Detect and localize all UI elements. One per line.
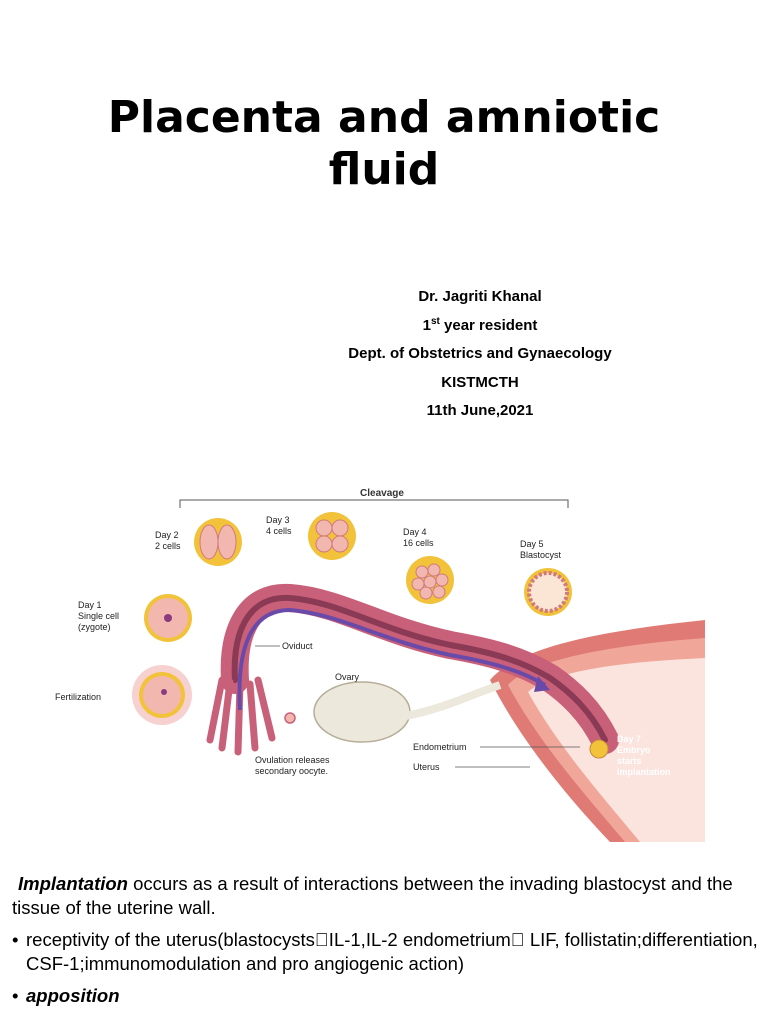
day3-cells-label: 4 cells <box>266 526 292 536</box>
ovary <box>313 681 411 743</box>
zygote-cell <box>144 594 192 642</box>
blastocyst <box>524 568 572 616</box>
secondary-oocyte-label: secondary oocyte. <box>255 766 328 776</box>
ovulation-label: Ovulation releases <box>255 755 330 765</box>
day5-label: Day 5 <box>520 539 544 549</box>
arrow-head <box>534 676 550 692</box>
sixteen-cell-morula <box>406 556 454 604</box>
fertilization-cell <box>132 665 192 725</box>
implanting-embryo <box>589 739 609 759</box>
fertilization-label: Fertilization <box>55 692 101 702</box>
day3-label: Day 3 <box>266 515 290 525</box>
released-oocyte <box>284 712 296 724</box>
body-text: Implantation occurs as a result of inter… <box>12 872 762 1008</box>
migration-arrow <box>237 607 547 711</box>
day7-starts-label: starts <box>617 756 642 766</box>
day4-label: Day 4 <box>403 527 427 537</box>
oviduct-lumen <box>231 594 608 743</box>
ovary-label: Ovary <box>335 672 360 682</box>
cleavage-label: Cleavage <box>360 488 404 499</box>
day7-implantation-label: implantation <box>617 767 671 777</box>
day2-cells-label: 2 cells <box>155 541 181 551</box>
endometrium-label: Endometrium <box>413 742 467 752</box>
title-line-2: fluid <box>328 144 440 195</box>
two-cell-embryo <box>194 518 242 566</box>
uterus-label: Uterus <box>413 762 440 772</box>
day7-label: Day 7 <box>617 734 641 744</box>
implantation-diagram: Cleavage <box>55 488 705 842</box>
bullet-apposition: • apposition <box>12 984 762 1008</box>
ovarian-ligament <box>404 681 502 720</box>
day1-single-cell-label: Single cell <box>78 611 119 621</box>
author-institution: KISTMCTH <box>441 373 519 391</box>
day1-zygote-label: (zygote) <box>78 622 111 632</box>
bullet-marker: • <box>12 985 19 1006</box>
implantation-description: occurs as a result of interactions betwe… <box>12 873 733 918</box>
bullet-receptivity: • receptivity of the uterus(blastocystsI… <box>12 928 762 976</box>
day2-label: Day 2 <box>155 530 179 540</box>
oviduct-label: Oviduct <box>282 641 313 651</box>
bullet-receptivity-text: receptivity of the uterus(blastocystsIL… <box>26 929 758 974</box>
author-name: Dr. Jagriti Khanal <box>418 288 542 305</box>
four-cell-embryo <box>308 512 356 560</box>
implantation-intro: Implantation occurs as a result of inter… <box>12 872 762 920</box>
author-block: Dr. Jagriti Khanal 1st year resident Dep… <box>300 283 660 426</box>
day1-label: Day 1 <box>78 600 102 610</box>
slide-title: Placenta and amniotic fluid <box>0 92 768 196</box>
implantation-term: Implantation <box>18 873 128 894</box>
author-role: 1st year resident <box>422 315 538 334</box>
presentation-date: 11th June,2021 <box>426 402 534 419</box>
day7-embryo-label: Embryo <box>617 745 651 755</box>
day4-cells-label: 16 cells <box>403 538 434 548</box>
fimbriae <box>206 676 276 756</box>
day5-blastocyst-label: Blastocyst <box>520 550 562 560</box>
bullet-marker: • <box>12 929 19 950</box>
title-line-1: Placenta and amniotic <box>107 92 661 143</box>
bullet-apposition-text: apposition <box>26 985 120 1006</box>
author-department: Dept. of Obstetrics and Gynaecology <box>348 345 612 362</box>
cleavage-bracket <box>179 499 569 508</box>
